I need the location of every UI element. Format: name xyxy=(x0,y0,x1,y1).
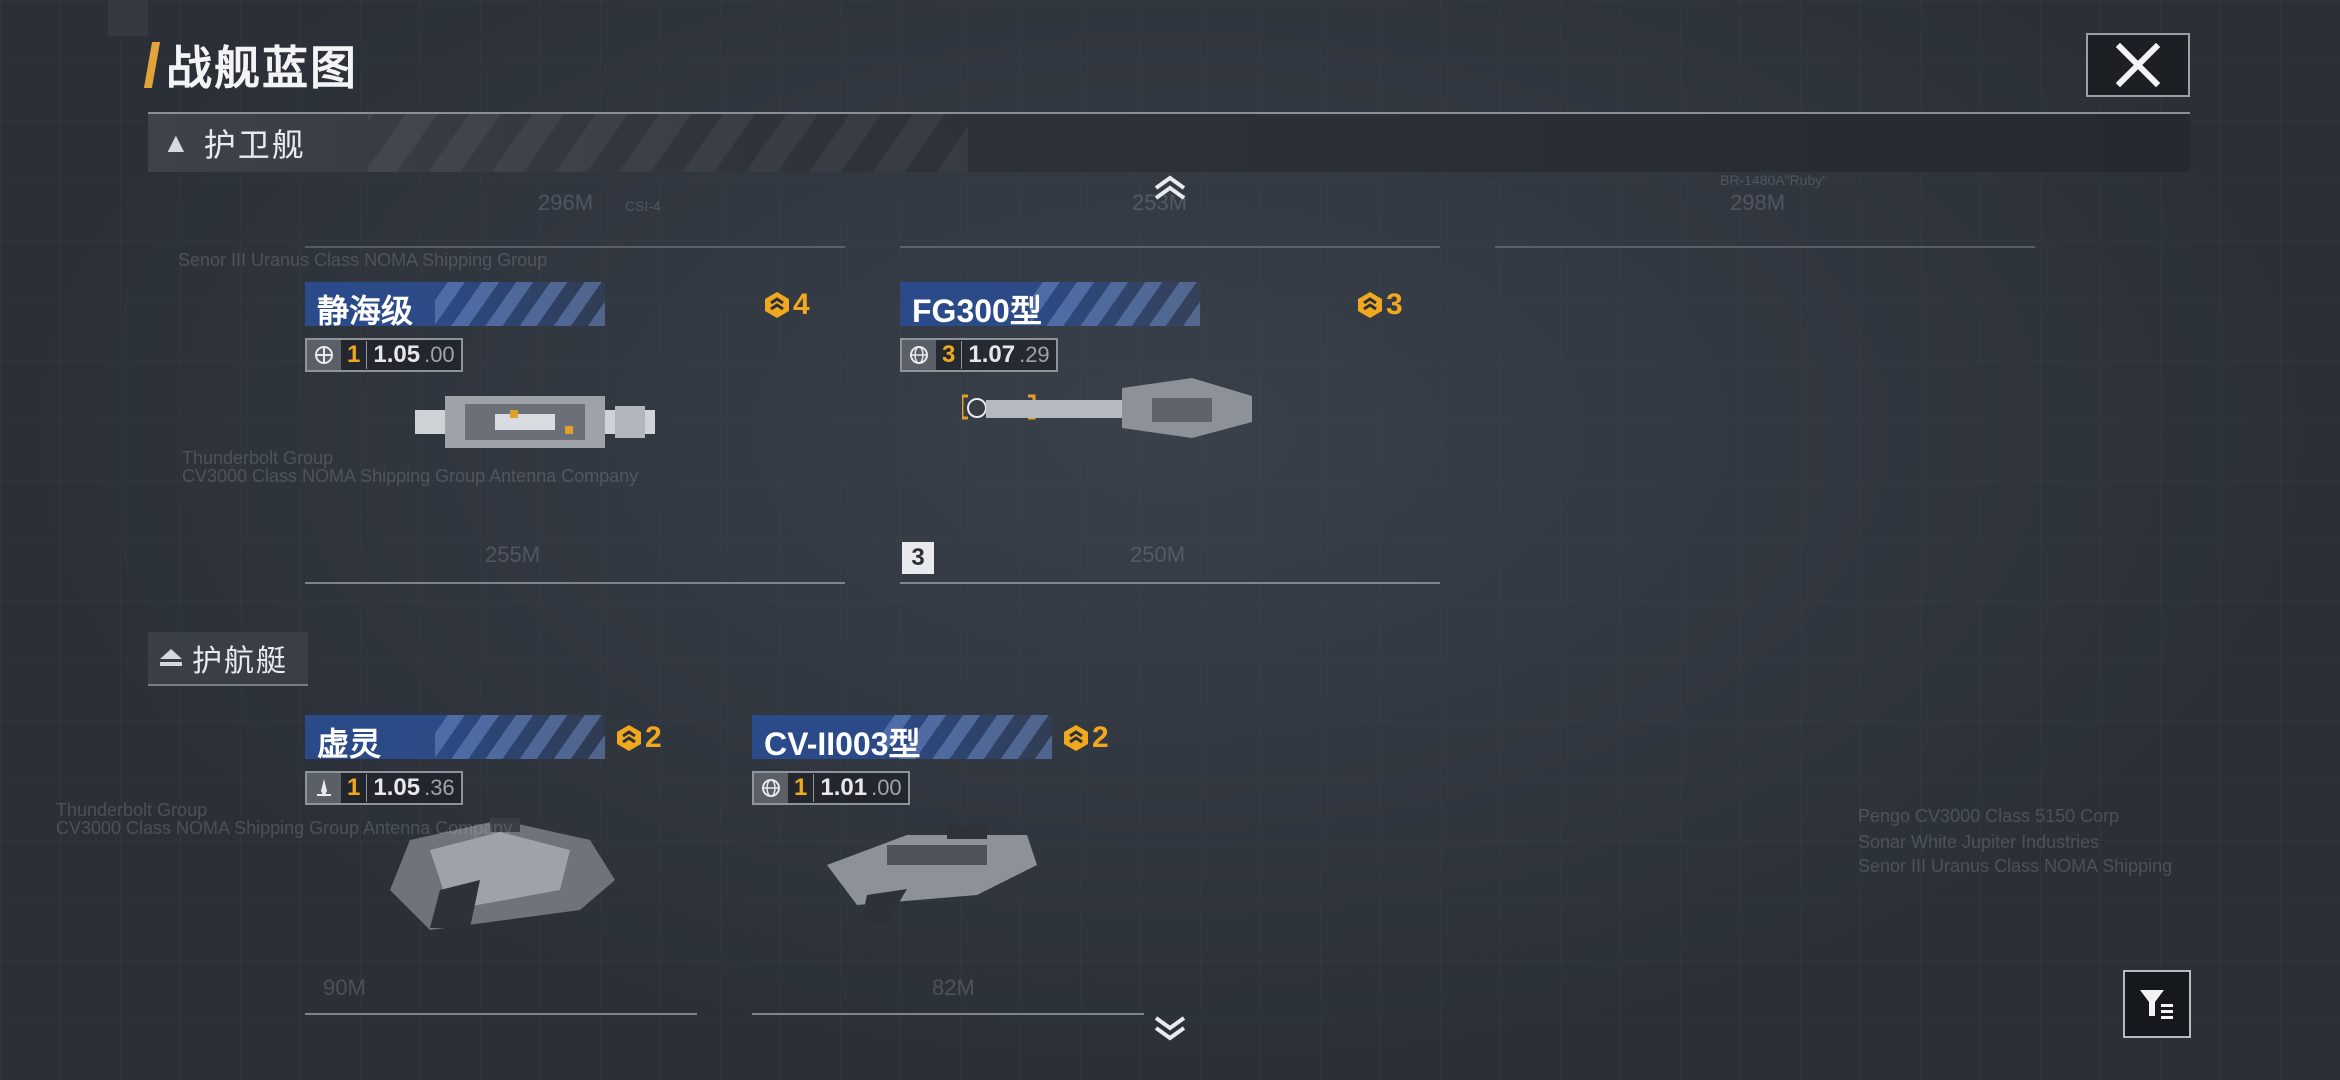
name-plate: 虚灵 xyxy=(305,715,605,759)
ghost-group: CV3000 Class NOMA Shipping Group Antenna… xyxy=(56,818,513,838)
section-title-escort: 护航艇 xyxy=(192,645,288,678)
close-icon xyxy=(2116,43,2160,87)
section-header-escort[interactable]: 护航艇 xyxy=(148,632,308,686)
ghost-group: CV3000 Class NOMA Shipping Group Antenna… xyxy=(182,466,639,486)
plate-stripes xyxy=(882,715,1052,759)
ghost-group: Thunderbolt Group xyxy=(56,800,208,820)
scroll-down-icon[interactable] xyxy=(1150,1012,1190,1042)
title-accent xyxy=(143,42,161,88)
filter-button[interactable] xyxy=(2123,970,2191,1038)
ship-value-decimal: .00 xyxy=(424,342,455,367)
ghost-group: Pengo CV3000 Class 5150 Corp xyxy=(1858,806,2120,826)
ghost-group: Sonar White Jupiter Industries xyxy=(1858,832,2100,852)
ship-image xyxy=(827,825,1037,923)
ship-value-decimal: .29 xyxy=(1019,342,1050,367)
ship-name: CV-II003型 xyxy=(764,726,921,759)
ghost-length: 250M xyxy=(1130,542,1186,567)
ship-card-fg300[interactable]: FG300型 3 3 1.07 .29 3 250M xyxy=(900,282,1440,587)
ship-level: 2 xyxy=(1062,721,1109,755)
ghost-length: 296M xyxy=(538,190,594,215)
level-value: 3 xyxy=(1386,288,1403,321)
plate-stripes xyxy=(1030,282,1200,326)
plate-stripes xyxy=(435,715,605,759)
corner-tab xyxy=(108,0,148,36)
scale-line xyxy=(305,582,845,584)
ship-stats: 1 1.01 .00 xyxy=(752,771,910,805)
ghost-length: 90M xyxy=(323,975,366,1000)
globe-icon xyxy=(902,340,936,370)
close-button[interactable] xyxy=(2086,33,2190,97)
page-title-text: 战舰蓝图 xyxy=(166,42,358,94)
ghost-group: Thunderbolt Group xyxy=(182,448,334,468)
count-badge: 3 xyxy=(902,542,934,574)
ship-count: 3 xyxy=(936,341,963,369)
ship-value: 1.05 xyxy=(373,774,421,801)
ghost-group: Senor III Uranus Class NOMA Shipping Gro… xyxy=(178,250,548,270)
ship-image xyxy=(962,378,1252,438)
ship-card-cv-ii003[interactable]: CV-II003型 2 1 1.01 .00 82M xyxy=(752,715,1144,1020)
ship-level: 2 xyxy=(615,721,662,755)
ghost-label: CSI-4 xyxy=(625,198,661,214)
ship-name: 静海级 xyxy=(317,293,414,326)
ship-card-jinghai[interactable]: 静海级 4 1 1.05 .00 255M xyxy=(305,282,845,587)
rank-icon xyxy=(765,292,789,318)
scroll-up-icon[interactable] xyxy=(1150,172,1190,202)
blueprint-ghost-row: 296M CSI-4 253M 298M BR-1480A"Ruby" Seno… xyxy=(0,172,2340,270)
section-header-frigate[interactable]: ▲ 护卫舰 xyxy=(148,114,2190,172)
page-title: 战舰蓝图 xyxy=(143,40,358,94)
ship-count: 1 xyxy=(788,774,815,802)
ship-image xyxy=(415,396,655,448)
name-plate: CV-II003型 xyxy=(752,715,1052,759)
ship-count: 1 xyxy=(341,341,368,369)
ship-count: 1 xyxy=(341,774,368,802)
scale-line xyxy=(305,1013,697,1015)
section-title-frigate: 护卫舰 xyxy=(203,127,306,163)
rank-icon xyxy=(1064,725,1088,751)
ship-value-decimal: .00 xyxy=(871,775,902,800)
ship-name: FG300型 xyxy=(912,293,1042,326)
scale-line xyxy=(752,1013,1144,1015)
ghost-scale xyxy=(305,246,845,248)
globe-icon xyxy=(754,773,788,803)
collapse-arrow-icon: ▲ xyxy=(162,127,190,158)
level-value: 4 xyxy=(793,288,810,321)
ship-value: 1.05 xyxy=(373,341,421,368)
level-value: 2 xyxy=(1092,721,1109,754)
ship-level: 3 xyxy=(1356,288,1403,322)
shield-globe-icon xyxy=(307,340,341,370)
ghost-scale xyxy=(1495,246,2035,248)
header-divider xyxy=(148,112,2190,114)
ghost-scale xyxy=(900,246,1440,248)
name-plate: 静海级 xyxy=(305,282,605,326)
ghost-length: 255M xyxy=(485,542,541,567)
ship-stats: 1 1.05 .00 xyxy=(305,338,463,372)
ship-level: 4 xyxy=(763,288,810,322)
ghost-group: Senor III Uranus Class NOMA Shipping xyxy=(1858,856,2173,876)
rocket-icon xyxy=(307,773,341,803)
level-value: 2 xyxy=(645,721,662,754)
rank-icon xyxy=(1358,292,1382,318)
ship-value: 1.01 xyxy=(820,774,868,801)
ship-card-xuling[interactable]: 虚灵 2 1 1.05 .36 90M xyxy=(305,715,697,1020)
rank-icon xyxy=(617,725,641,751)
scale-line xyxy=(900,582,1440,584)
plate-stripes xyxy=(435,282,605,326)
ship-value: 1.07 xyxy=(968,341,1016,368)
escort-icon xyxy=(160,649,182,666)
ghost-label: BR-1480A"Ruby" xyxy=(1720,172,1828,188)
filter-icon xyxy=(2140,990,2173,1019)
ship-value-decimal: .36 xyxy=(424,775,455,800)
ship-stats: 1 1.05 .36 xyxy=(305,771,463,805)
ship-image xyxy=(390,818,615,930)
ghost-length: 82M xyxy=(932,975,975,1000)
ghost-length: 298M xyxy=(1730,190,1786,215)
ship-stats: 3 1.07 .29 xyxy=(900,338,1058,372)
header-stripes xyxy=(368,114,968,172)
ship-name: 虚灵 xyxy=(317,726,382,759)
name-plate: FG300型 xyxy=(900,282,1200,326)
